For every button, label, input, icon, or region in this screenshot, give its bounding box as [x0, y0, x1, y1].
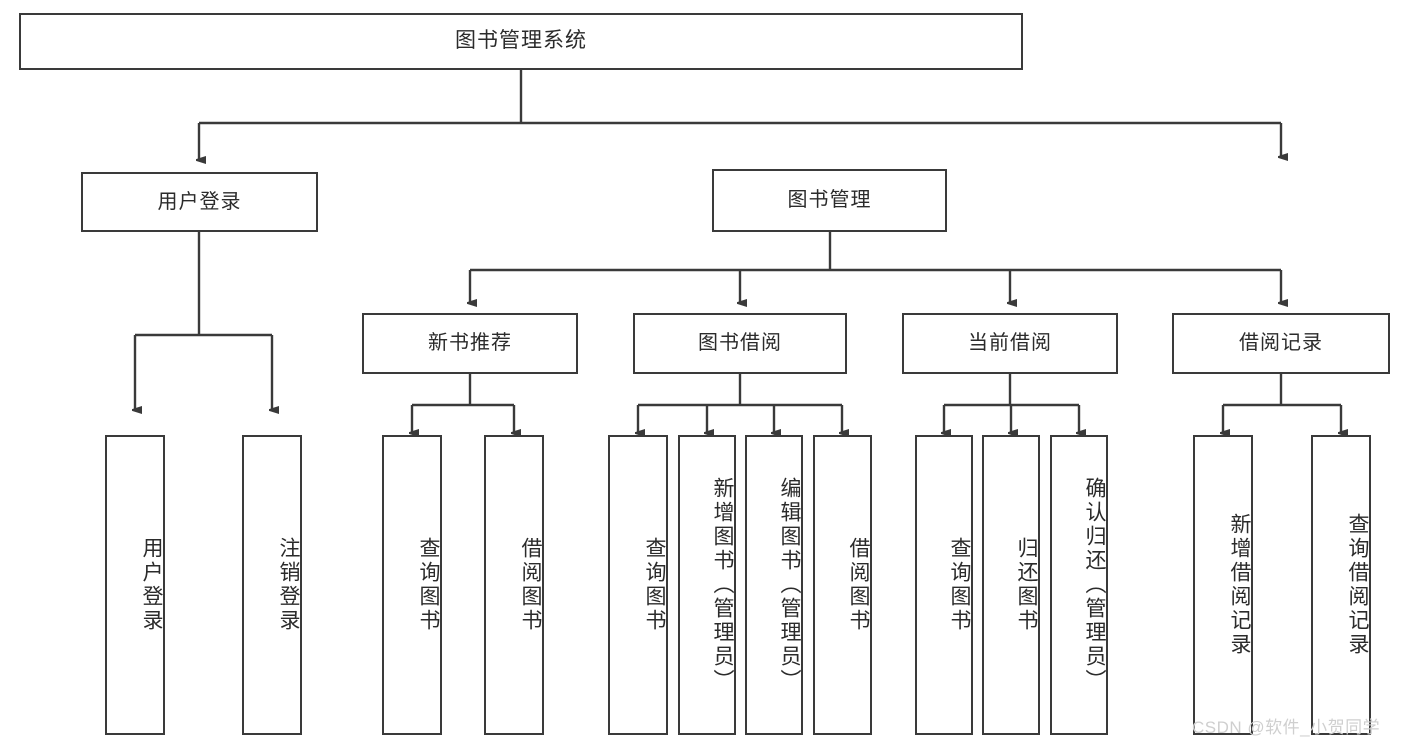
leaf-current-confirm-return-admin[interactable]: 确认归还（管理员） — [1050, 435, 1108, 735]
node-label: 图书管理系统 — [455, 29, 587, 53]
leaf-user-login-login[interactable]: 用户登录 — [105, 435, 165, 735]
leaf-borrow-borrow-book[interactable]: 借阅图书 — [813, 435, 872, 735]
node-label: 图书管理 — [787, 189, 872, 211]
node-label: 确认归还（管理员） — [1083, 477, 1106, 693]
node-label: 新增借阅记录 — [1228, 513, 1251, 657]
node-label: 借阅图书 — [847, 537, 870, 633]
leaf-record-query-record[interactable]: 查询借阅记录 — [1311, 435, 1371, 735]
node-label: 查询借阅记录 — [1346, 513, 1369, 657]
node-label: 查询图书 — [643, 537, 666, 633]
node-new-book-recommend[interactable]: 新书推荐 — [362, 313, 578, 374]
node-label: 查询图书 — [417, 537, 440, 633]
leaf-record-add-record[interactable]: 新增借阅记录 — [1193, 435, 1253, 735]
node-label: 用户登录 — [140, 537, 163, 633]
node-book-management[interactable]: 图书管理 — [712, 169, 947, 232]
node-label: 注销登录 — [277, 537, 300, 633]
node-current-borrow[interactable]: 当前借阅 — [902, 313, 1118, 374]
leaf-borrow-add-book-admin[interactable]: 新增图书（管理员） — [678, 435, 736, 735]
leaf-user-login-logout[interactable]: 注销登录 — [242, 435, 302, 735]
leaf-borrow-query-book[interactable]: 查询图书 — [608, 435, 668, 735]
node-root-system[interactable]: 图书管理系统 — [19, 13, 1023, 70]
node-label: 用户登录 — [157, 190, 242, 213]
node-label: 当前借阅 — [968, 332, 1052, 354]
leaf-current-return-book[interactable]: 归还图书 — [982, 435, 1040, 735]
node-label: 图书借阅 — [698, 332, 782, 354]
leaf-current-query-book[interactable]: 查询图书 — [915, 435, 973, 735]
node-label: 编辑图书（管理员） — [778, 477, 801, 693]
node-label: 归还图书 — [1015, 537, 1038, 633]
node-label: 新书推荐 — [428, 332, 512, 354]
node-label: 新增图书（管理员） — [711, 477, 734, 693]
node-borrow-record[interactable]: 借阅记录 — [1172, 313, 1390, 374]
node-label: 借阅图书 — [519, 537, 542, 633]
node-book-borrow[interactable]: 图书借阅 — [633, 313, 847, 374]
node-user-login[interactable]: 用户登录 — [81, 172, 318, 232]
leaf-borrow-edit-book-admin[interactable]: 编辑图书（管理员） — [745, 435, 803, 735]
node-label: 查询图书 — [948, 537, 971, 633]
csdn-watermark: CSDN @软件_小贺同学 — [1192, 718, 1381, 737]
leaf-recommend-query-book[interactable]: 查询图书 — [382, 435, 442, 735]
node-label: 借阅记录 — [1239, 332, 1323, 354]
leaf-recommend-borrow-book[interactable]: 借阅图书 — [484, 435, 544, 735]
